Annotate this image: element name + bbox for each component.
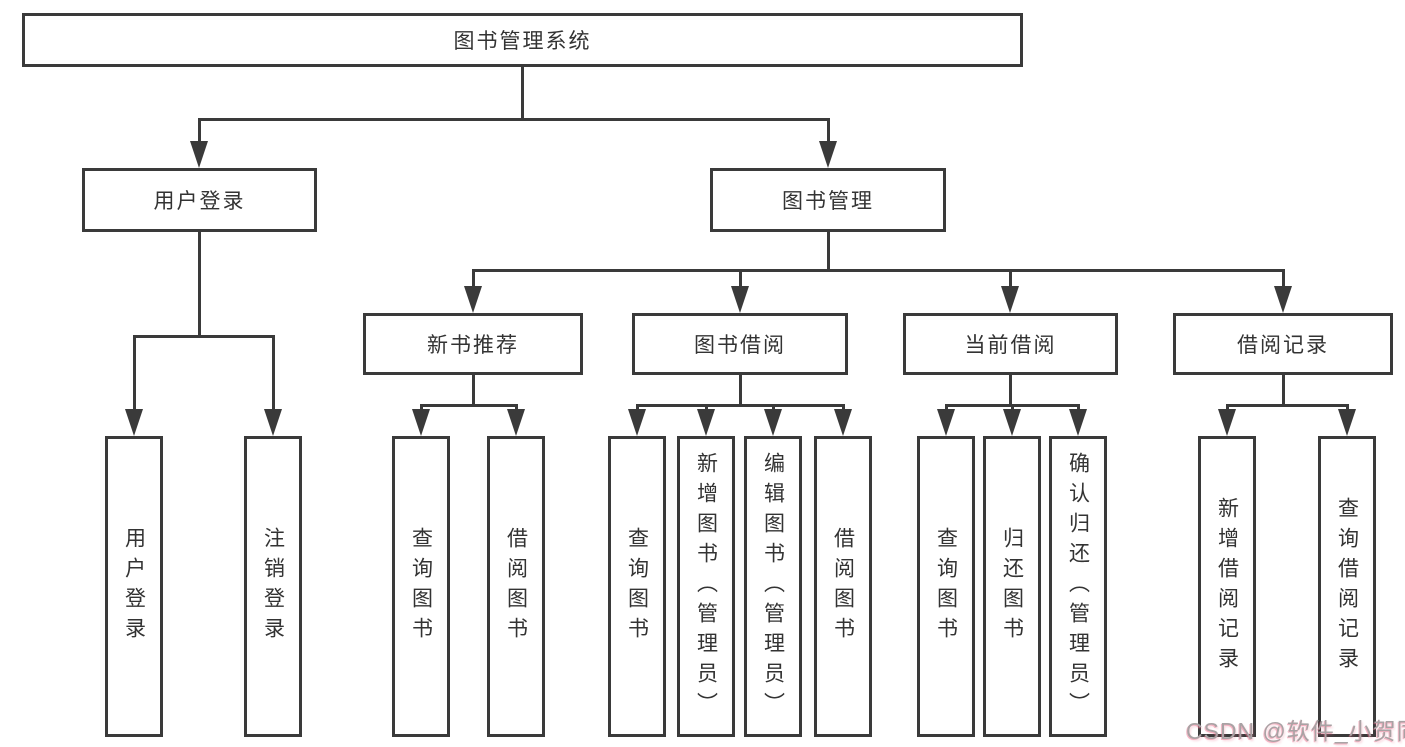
connector-line bbox=[704, 403, 708, 413]
leaf-borrow-book-recommend: 借阅图书 bbox=[487, 436, 545, 737]
arrowhead-icon bbox=[190, 141, 208, 168]
connector-line bbox=[826, 117, 830, 145]
connector-line bbox=[635, 403, 639, 413]
arrowhead-icon bbox=[697, 409, 715, 436]
connector-line bbox=[471, 268, 1285, 272]
node-new-book-recommend-label: 新书推荐 bbox=[427, 334, 519, 357]
node-book-management: 图书管理 bbox=[710, 168, 946, 232]
connector-line bbox=[197, 117, 830, 121]
connector-line bbox=[419, 403, 423, 413]
connector-line bbox=[471, 268, 475, 290]
connector-line bbox=[1225, 403, 1349, 407]
leaf-logout: 注销登录 bbox=[244, 436, 302, 737]
connector-line bbox=[944, 403, 948, 413]
leaf-query-book-borrow-label: 查询图书 bbox=[625, 526, 649, 647]
connector-line bbox=[841, 403, 845, 413]
connector-line bbox=[826, 232, 830, 271]
arrowhead-icon bbox=[764, 409, 782, 436]
connector-line bbox=[738, 268, 742, 290]
connector-line bbox=[1008, 268, 1012, 290]
watermark: CSDN @软件_小贺同学 bbox=[1186, 718, 1405, 744]
arrowhead-icon bbox=[412, 409, 430, 436]
connector-line bbox=[514, 403, 518, 413]
leaf-return-book-label: 归还图书 bbox=[1000, 526, 1024, 647]
connector-line bbox=[419, 403, 518, 407]
node-user-login-label: 用户登录 bbox=[153, 190, 246, 213]
leaf-borrow-book: 借阅图书 bbox=[814, 436, 872, 737]
connector-line bbox=[197, 232, 201, 337]
leaf-query-book-borrow: 查询图书 bbox=[608, 436, 666, 737]
arrowhead-icon bbox=[1218, 409, 1236, 436]
arrowhead-icon bbox=[507, 409, 525, 436]
connector-line bbox=[738, 375, 742, 406]
arrowhead-icon bbox=[628, 409, 646, 436]
node-current-borrow-label: 当前借阅 bbox=[964, 334, 1057, 357]
connector-line bbox=[1225, 403, 1229, 413]
leaf-edit-book-admin-label: 编辑图书（管理员） bbox=[761, 451, 785, 722]
leaf-query-book-recommend: 查询图书 bbox=[392, 436, 450, 737]
leaf-query-borrow-record: 查询借阅记录 bbox=[1318, 436, 1376, 737]
leaf-edit-book-admin: 编辑图书（管理员） bbox=[744, 436, 802, 737]
arrowhead-icon bbox=[464, 286, 482, 313]
node-book-borrow: 图书借阅 bbox=[632, 313, 848, 375]
node-borrow-records-label: 借阅记录 bbox=[1237, 334, 1329, 357]
connector-line bbox=[271, 334, 275, 413]
arrowhead-icon bbox=[1003, 409, 1021, 436]
connector-line bbox=[471, 375, 475, 406]
leaf-confirm-return-admin-label: 确认归还（管理员） bbox=[1066, 451, 1090, 722]
leaf-query-book-current-label: 查询图书 bbox=[934, 526, 958, 647]
leaf-add-borrow-record: 新增借阅记录 bbox=[1198, 436, 1256, 737]
leaf-query-book-recommend-label: 查询图书 bbox=[409, 526, 433, 647]
leaf-query-borrow-record-label: 查询借阅记录 bbox=[1335, 496, 1359, 677]
node-book-management-label: 图书管理 bbox=[782, 190, 874, 213]
leaf-add-borrow-record-label: 新增借阅记录 bbox=[1215, 496, 1239, 677]
arrowhead-icon bbox=[1338, 409, 1356, 436]
connector-line bbox=[1345, 403, 1349, 413]
leaf-return-book: 归还图书 bbox=[983, 436, 1041, 737]
node-root-label: 图书管理系统 bbox=[453, 30, 592, 53]
leaf-logout-label: 注销登录 bbox=[261, 526, 285, 647]
arrowhead-icon bbox=[937, 409, 955, 436]
arrowhead-icon bbox=[731, 286, 749, 313]
leaf-user-login-label: 用户登录 bbox=[122, 526, 146, 647]
connector-line bbox=[520, 67, 524, 120]
leaf-add-book-admin-label: 新增图书（管理员） bbox=[694, 451, 718, 722]
leaf-user-login: 用户登录 bbox=[105, 436, 163, 737]
connector-line bbox=[132, 334, 275, 338]
connector-line bbox=[635, 403, 845, 407]
arrowhead-icon bbox=[1069, 409, 1087, 436]
node-root: 图书管理系统 bbox=[22, 13, 1023, 67]
connector-line bbox=[197, 117, 201, 145]
node-current-borrow: 当前借阅 bbox=[903, 313, 1118, 375]
arrowhead-icon bbox=[834, 409, 852, 436]
arrowhead-icon bbox=[819, 141, 837, 168]
node-user-login: 用户登录 bbox=[82, 168, 317, 232]
arrowhead-icon bbox=[264, 409, 282, 436]
connector-line bbox=[1281, 375, 1285, 406]
connector-line bbox=[1010, 403, 1014, 413]
arrowhead-icon bbox=[1001, 286, 1019, 313]
leaf-query-book-current: 查询图书 bbox=[917, 436, 975, 737]
connector-line bbox=[1076, 403, 1080, 413]
arrowhead-icon bbox=[125, 409, 143, 436]
leaf-confirm-return-admin: 确认归还（管理员） bbox=[1049, 436, 1107, 737]
leaf-add-book-admin: 新增图书（管理员） bbox=[677, 436, 735, 737]
leaf-borrow-book-label: 借阅图书 bbox=[831, 526, 855, 647]
connector-line bbox=[771, 403, 775, 413]
connector-line bbox=[1008, 375, 1012, 406]
node-book-borrow-label: 图书借阅 bbox=[694, 334, 786, 357]
connector-line bbox=[1281, 268, 1285, 290]
node-new-book-recommend: 新书推荐 bbox=[363, 313, 583, 375]
node-borrow-records: 借阅记录 bbox=[1173, 313, 1393, 375]
connector-line bbox=[132, 334, 136, 413]
leaf-borrow-book-recommend-label: 借阅图书 bbox=[504, 526, 528, 647]
arrowhead-icon bbox=[1274, 286, 1292, 313]
